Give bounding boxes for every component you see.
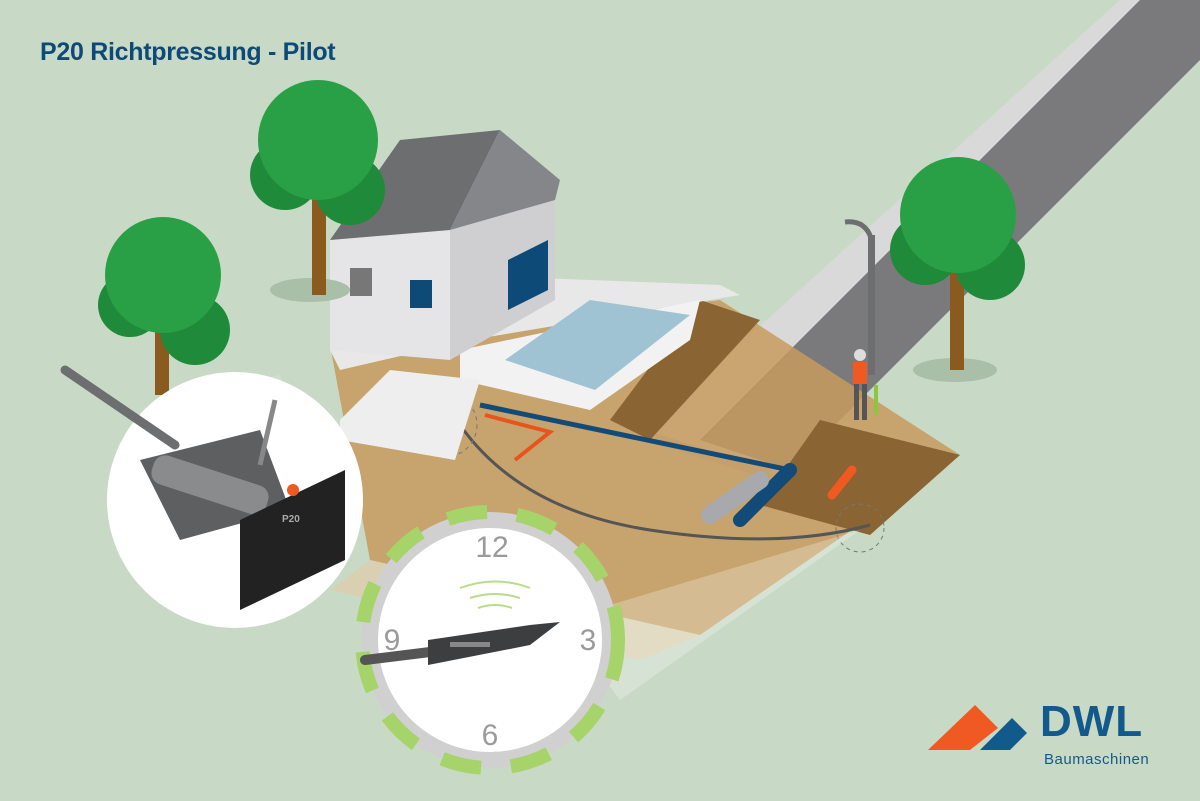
clock-12: 12 bbox=[475, 531, 508, 564]
clock-detail: 12 3 6 9 bbox=[355, 505, 860, 775]
pipes bbox=[412, 392, 885, 553]
machine-label: P20 bbox=[282, 514, 300, 525]
page-title: P20 Richtpressung - Pilot bbox=[40, 38, 336, 66]
clock-3: 3 bbox=[580, 624, 597, 657]
machine-detail: P20 bbox=[60, 365, 363, 628]
logo-subtitle: Baumaschinen bbox=[1044, 751, 1150, 768]
logo-name: DWL bbox=[1040, 697, 1144, 746]
clock-6: 6 bbox=[482, 719, 499, 752]
trees bbox=[98, 80, 1025, 395]
worker bbox=[853, 349, 878, 420]
clock-9: 9 bbox=[384, 624, 401, 657]
dwl-logo-mark bbox=[928, 705, 1027, 750]
street-lamp bbox=[844, 219, 875, 375]
